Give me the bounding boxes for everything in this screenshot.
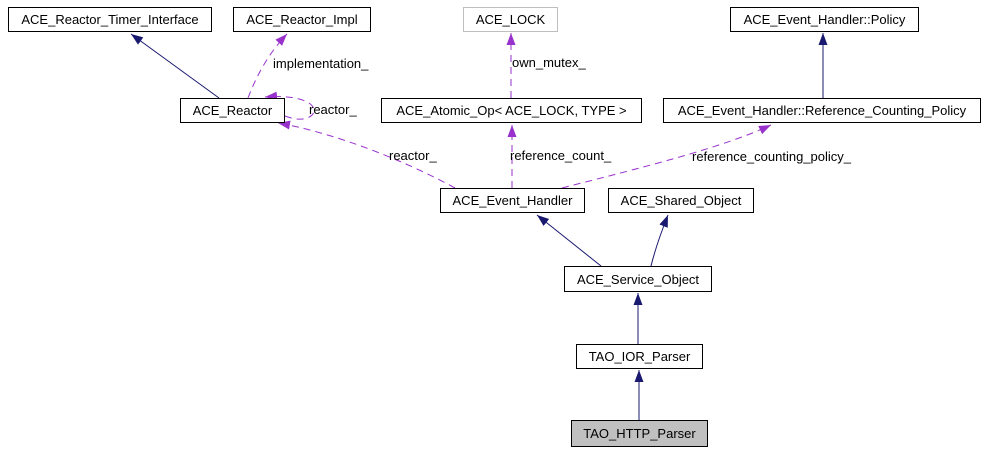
node-ace-atomic-op[interactable]: ACE_Atomic_Op< ACE_LOCK, TYPE > <box>381 98 642 123</box>
edge-inheritance-service-object-to-shared-object <box>650 214 669 267</box>
edge-label-reference-counting-policy: reference_counting_policy_ <box>692 149 851 164</box>
edge-usage-reactor <box>277 120 456 189</box>
node-tao-ior-parser[interactable]: TAO_IOR_Parser <box>576 344 703 369</box>
node-ace-event-handler[interactable]: ACE_Event_Handler <box>440 188 585 213</box>
node-ace-event-handler-reference-counting-policy[interactable]: ACE_Event_Handler::Reference_Counting_Po… <box>663 98 981 123</box>
node-ace-lock: ACE_LOCK <box>463 7 558 32</box>
edge-label-implementation: implementation_ <box>273 56 369 71</box>
node-ace-event-handler-policy[interactable]: ACE_Event_Handler::Policy <box>730 7 919 32</box>
edge-label-reference-count: reference_count_ <box>510 148 612 163</box>
node-ace-shared-object[interactable]: ACE_Shared_Object <box>608 188 754 213</box>
edge-inheritance-reactor-to-timer-interface <box>130 33 220 99</box>
node-ace-service-object[interactable]: ACE_Service_Object <box>564 266 712 292</box>
node-tao-http-parser: TAO_HTTP_Parser <box>571 420 708 447</box>
edge-label-reactor-self: reactor_ <box>309 102 357 117</box>
edge-label-reactor: reactor_ <box>389 148 437 163</box>
node-ace-reactor-timer-interface[interactable]: ACE_Reactor_Timer_Interface <box>8 7 212 32</box>
edge-usage-implementation <box>247 33 288 99</box>
node-ace-reactor-impl[interactable]: ACE_Reactor_Impl <box>233 7 371 32</box>
edge-label-own-mutex: own_mutex_ <box>512 55 586 70</box>
node-ace-reactor[interactable]: ACE_Reactor <box>180 98 285 123</box>
edge-inheritance-service-object-to-event-handler <box>536 214 602 267</box>
edge-usage-reference-counting-policy <box>561 124 772 189</box>
